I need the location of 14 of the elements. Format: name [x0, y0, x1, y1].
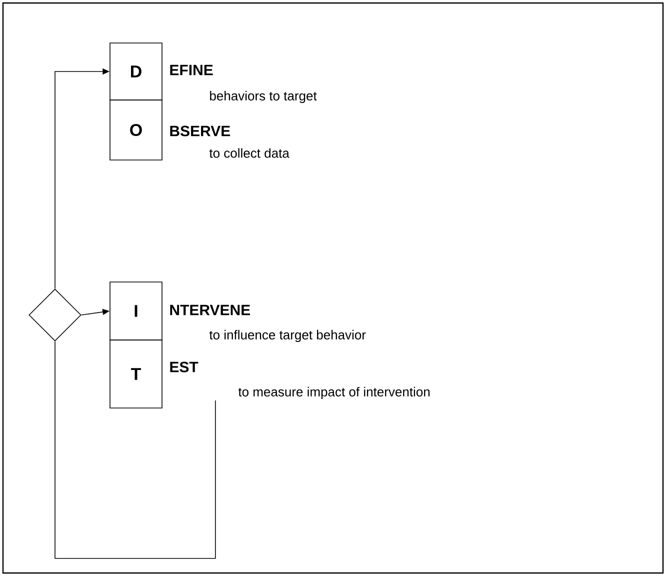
heading-text: NTERVENE — [170, 304, 250, 316]
heading-text: EFINE — [170, 64, 213, 76]
heading-text: BSERVE — [170, 126, 230, 136]
description-text: behaviors to target — [210, 90, 317, 104]
connector-line — [54, 341, 216, 559]
letter-box: T — [110, 340, 162, 408]
letter-box: O — [110, 100, 162, 160]
letter-box: D — [110, 42, 162, 100]
description-text: to collect data — [209, 148, 290, 158]
heading-text: EST — [170, 362, 198, 372]
description-text: to measure impact of intervention — [238, 386, 430, 400]
letter-box: I — [110, 282, 162, 340]
decision-diamond — [28, 288, 82, 342]
description-text: to influence target behavior — [209, 330, 366, 342]
